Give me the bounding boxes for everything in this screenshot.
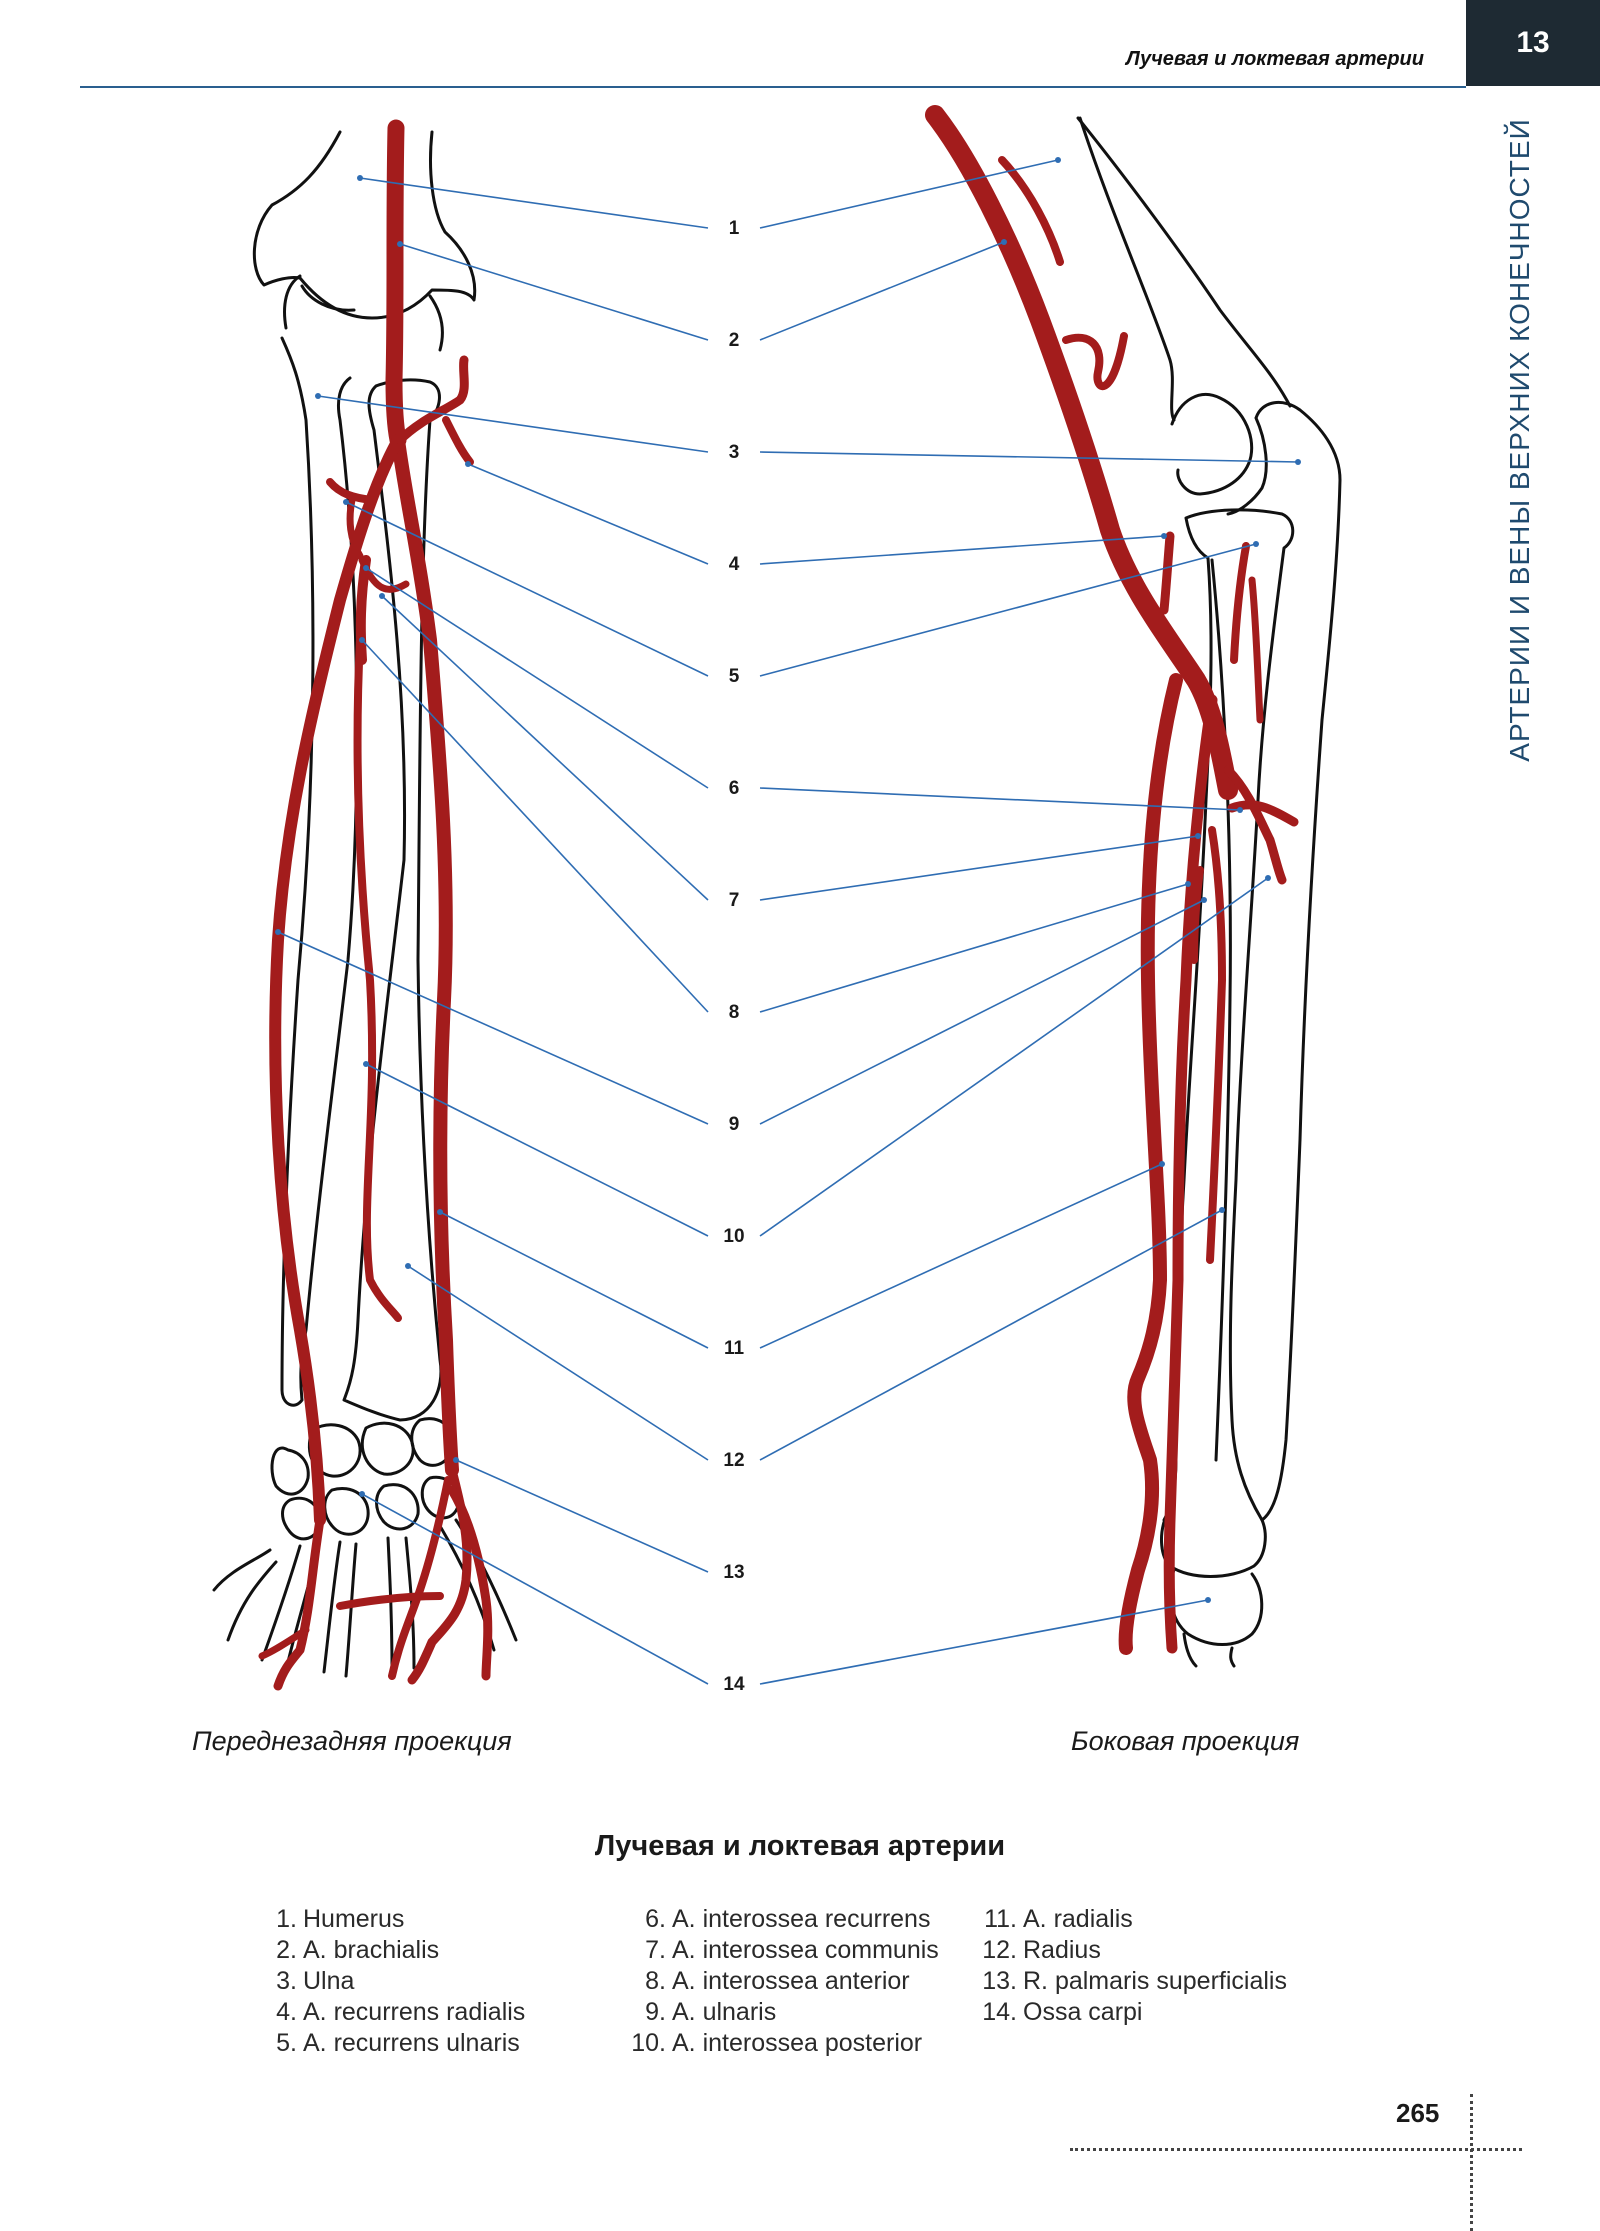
- legend-item: 3.Ulna: [276, 1967, 355, 1995]
- legend-item: 8.A. interossea anterior: [645, 1967, 910, 1995]
- legend-item: 9.A. ulnaris: [645, 1998, 777, 2026]
- label-11: 11: [724, 1338, 745, 1359]
- left-posterior-interosseous-artery: [353, 636, 402, 1322]
- right-humerus-outline: [1078, 116, 1176, 422]
- label-12: 12: [723, 1450, 744, 1471]
- right-anterior-interosseous-artery: [1190, 866, 1204, 964]
- label-6: 6: [729, 778, 740, 799]
- label-3: 3: [729, 442, 740, 463]
- label-8: 8: [729, 1002, 740, 1023]
- right-common-interosseous-artery: [1223, 765, 1287, 885]
- left-radial-branch-thumb: [258, 1626, 310, 1660]
- running-header-title: Лучевая и локтевая артерии: [1125, 48, 1424, 70]
- right-interosseous-line: [1210, 558, 1232, 1462]
- left-recurrent-ulnar-artery: [326, 478, 376, 504]
- left-bones: [212, 130, 518, 1678]
- left-carpal-bones: [270, 1417, 461, 1541]
- right-ulnar-artery: [1163, 694, 1218, 1654]
- dotted-rule-horizontal: [1070, 2148, 1522, 2151]
- label-2: 2: [729, 330, 740, 351]
- left-brachial-artery: [385, 119, 407, 449]
- dotted-rule-vertical: [1470, 2094, 1473, 2231]
- right-interosseous-recurrent-artery: [1227, 800, 1299, 827]
- number-labels: 1 2 3 4 5 6 7 8 9 10 11 12 13 14: [723, 218, 745, 1695]
- legend-item: 10.A. interossea posterior: [631, 2029, 923, 2057]
- left-palmar-arch: [336, 1592, 444, 1610]
- label-9: 9: [729, 1114, 740, 1135]
- legend-column-1: 1.Humerus 2.A. brachialis 3.Ulna 4.A. re…: [275, 1904, 525, 2059]
- left-humerus-outline: [252, 130, 477, 320]
- right-brachial-artery: [925, 105, 1238, 800]
- left-recurrent-radial-branch: [442, 416, 474, 466]
- chapter-number-tab: 13: [1466, 0, 1600, 86]
- legend-item: 5.A. recurrens ulnaris: [276, 2029, 520, 2057]
- right-arteries: [925, 105, 1299, 1655]
- legend-column-2: 6.A. interossea recurrens 7.A. interosse…: [622, 1904, 939, 2059]
- label-10: 10: [723, 1226, 744, 1247]
- right-radial-artery: [1118, 673, 1183, 1655]
- right-elbow-outline: [1170, 392, 1254, 496]
- legend-item: 6.A. interossea recurrens: [645, 1905, 931, 1933]
- legend-item: 14.Ossa carpi: [982, 1998, 1143, 2026]
- page-number: 265: [1396, 2098, 1440, 2128]
- left-ulnar-artery: [391, 433, 459, 1477]
- caption-anteroposterior: Переднезадняя проекция: [192, 1726, 512, 1756]
- left-radius-outline: [342, 378, 443, 1422]
- right-bones: [1076, 116, 1342, 1668]
- legend-item: 11.A. radialis: [984, 1905, 1133, 1933]
- leader-lines: [277, 159, 1299, 1685]
- legend-item: 4.A. recurrens radialis: [276, 1998, 526, 2026]
- left-elbow-joint: [300, 284, 444, 352]
- label-13: 13: [723, 1562, 744, 1583]
- left-palmar-arch-branch: [388, 1476, 452, 1680]
- figure-title: Лучевая и локтевая артерии: [594, 1830, 1006, 1862]
- right-posterior-interosseous-artery: [1206, 826, 1226, 1264]
- caption-lateral: Боковая проекция: [1071, 1726, 1300, 1756]
- right-arm-outer-contour: [1076, 116, 1292, 408]
- legend-item: 1.Humerus: [276, 1905, 405, 1933]
- right-wrist-outline: [1160, 1518, 1267, 1578]
- right-hand-outline: [1182, 1632, 1236, 1668]
- right-brachial-branch: [998, 156, 1064, 266]
- label-14: 14: [723, 1674, 745, 1695]
- right-interosseous-small-branch: [1248, 576, 1264, 724]
- legend-column-3: 11.A. radialis 12.Radius 13.R. palmaris …: [977, 1904, 1287, 2028]
- header-rule: [80, 86, 1466, 88]
- left-ulnar-to-hand: [447, 1485, 493, 1681]
- left-radial-artery: [269, 434, 404, 1526]
- legend-item: 13.R. palmaris superficialis: [982, 1967, 1287, 1995]
- legend-item: 12.Radius: [982, 1936, 1101, 1964]
- legend-item: 2.A. brachialis: [276, 1936, 440, 1964]
- label-4: 4: [729, 554, 740, 575]
- legend-item: 7.A. interossea communis: [645, 1936, 939, 1964]
- right-recurrent-ulnar-artery: [1230, 542, 1250, 664]
- right-collateral-branch: [1062, 332, 1128, 391]
- leader-dots: [275, 157, 1301, 1603]
- label-7: 7: [729, 890, 740, 911]
- label-5: 5: [729, 666, 740, 687]
- label-1: 1: [729, 218, 740, 239]
- left-recurrent-radial-artery: [395, 355, 469, 445]
- right-recurrent-radial-artery: [1159, 531, 1175, 615]
- left-arteries: [258, 119, 493, 1691]
- left-radial-to-hand: [273, 1515, 325, 1691]
